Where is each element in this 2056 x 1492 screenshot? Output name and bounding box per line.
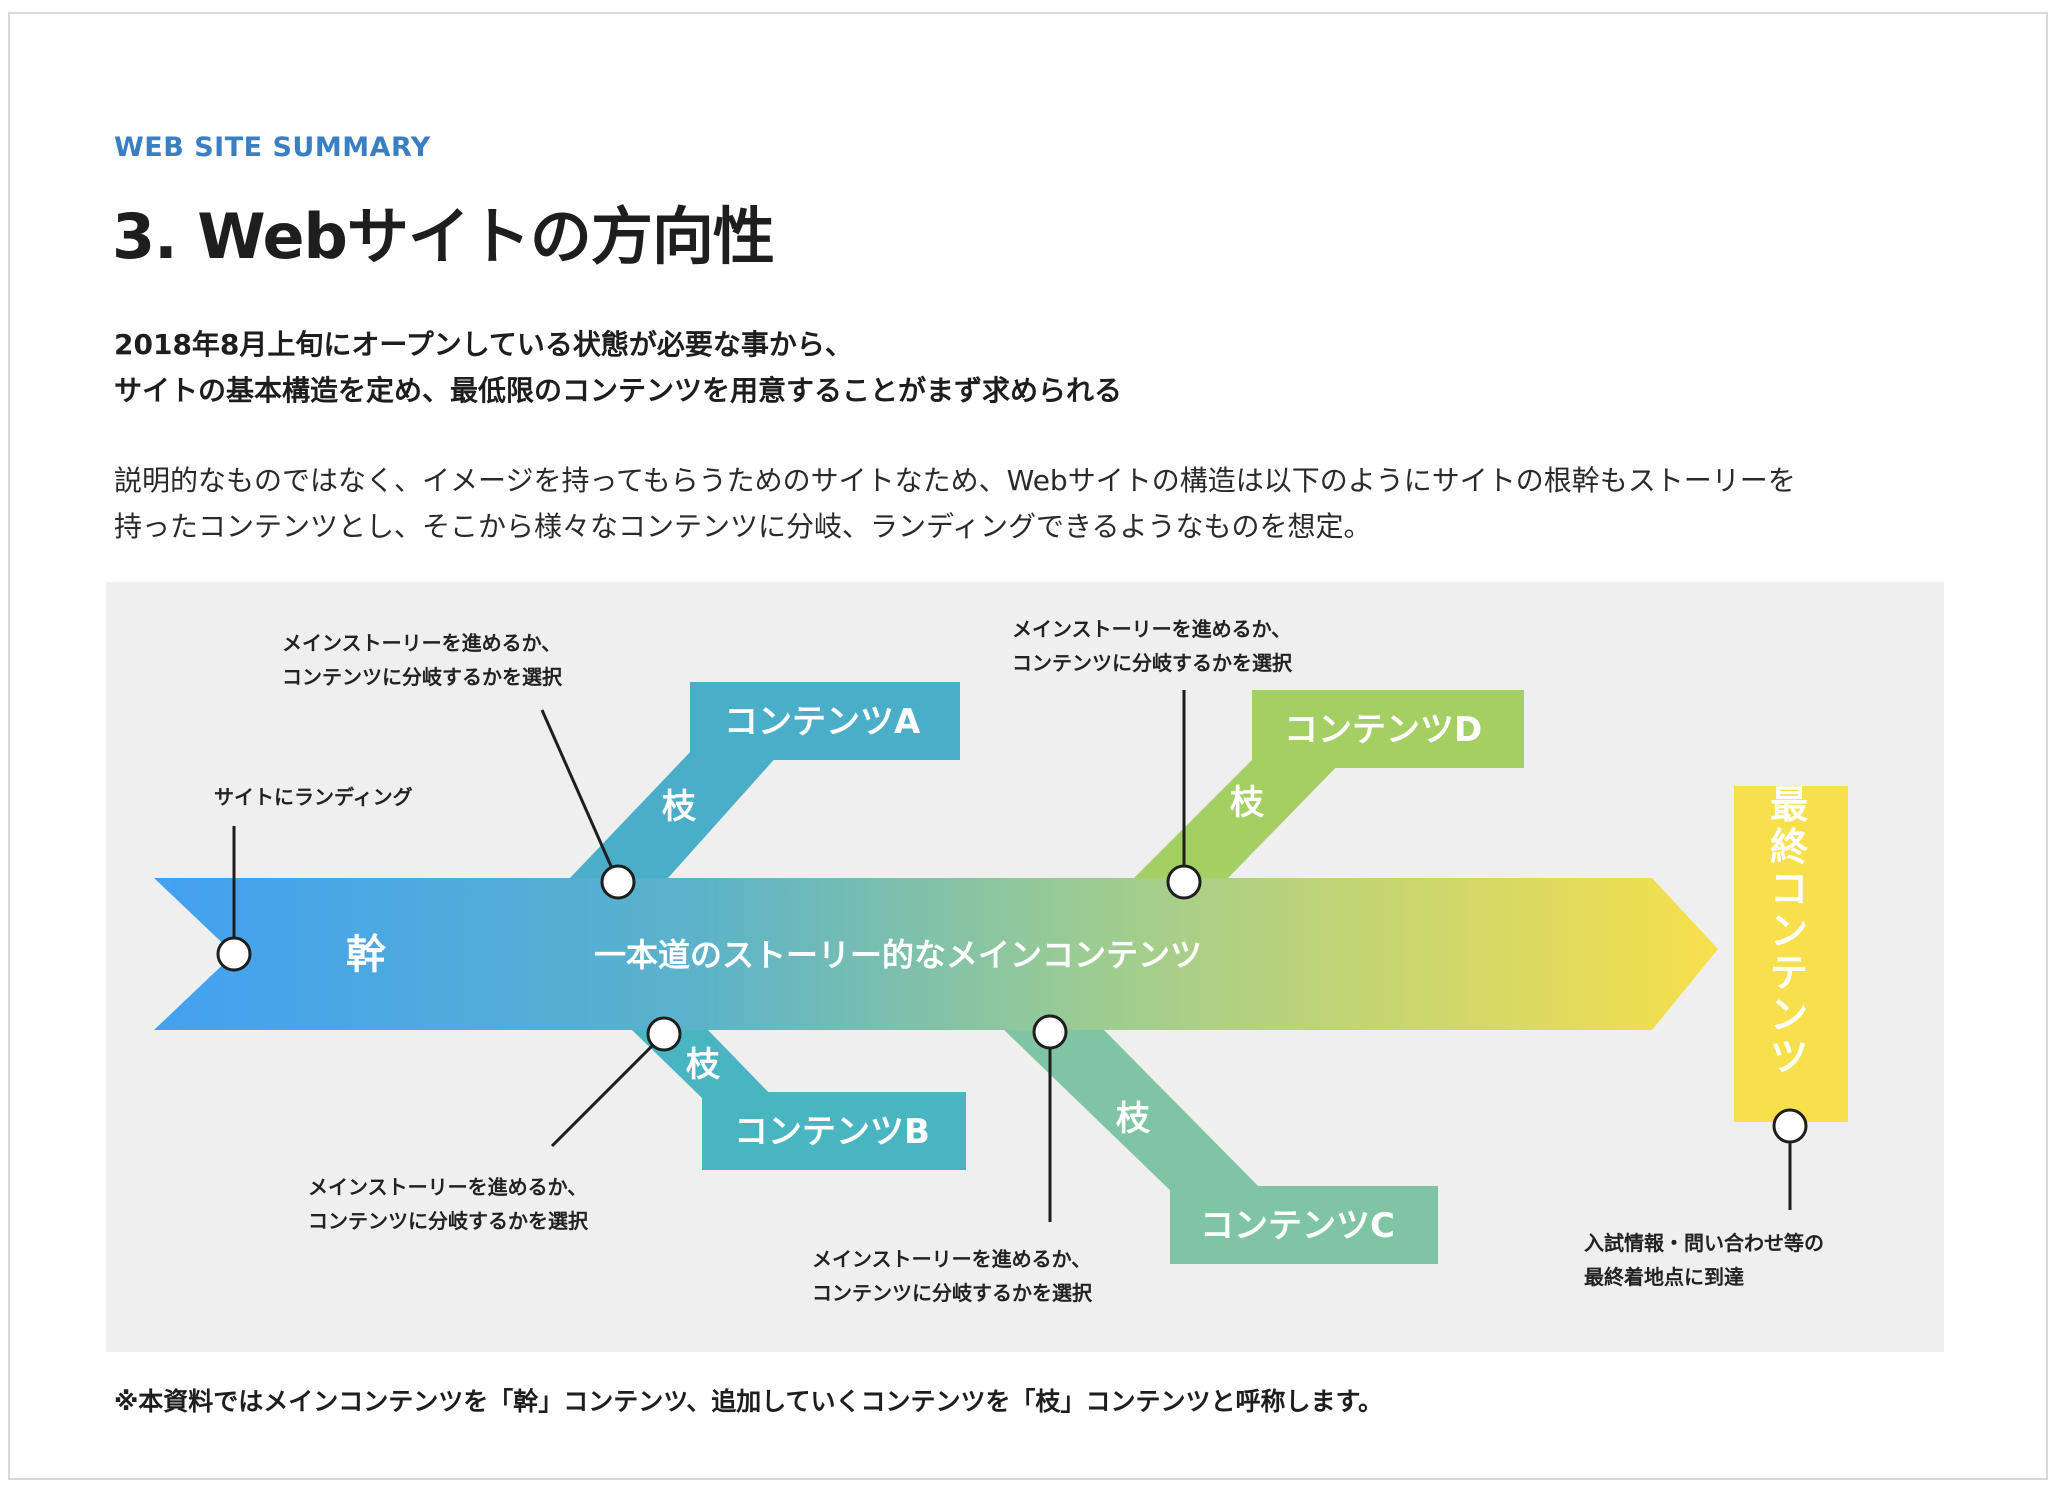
contents-a-box[interactable] — [690, 682, 960, 760]
node-branch-b[interactable] — [646, 1016, 682, 1052]
branch-c-label: 枝 — [1116, 1099, 1151, 1139]
body-line-1: 説明的なものではなく、イメージを持ってもらうためのサイトなため、Webサイトの構… — [114, 464, 1796, 497]
note-landing: サイトにランディング — [214, 785, 413, 809]
footnote: ※本資料ではメインコンテンツを「幹」コンテンツ、追加していくコンテンツを「枝」コ… — [114, 1387, 1384, 1416]
contents-c-box[interactable] — [1170, 1186, 1438, 1264]
final-content-char: ツ — [1770, 1035, 1812, 1079]
contents-c-label: コンテンツC — [1200, 1206, 1395, 1246]
final-content-char: ン — [1770, 993, 1812, 1037]
lead-line-2: サイトの基本構造を定め、最低限のコンテンツを用意することがまず求められる — [114, 374, 1123, 407]
contents-b-box[interactable] — [702, 1092, 966, 1170]
structure-diagram-svg: 幹 一本道のストーリー的なメインコンテンツ 枝 枝 枝 枝 コンテンツA コンテ… — [154, 617, 1848, 1305]
lead-paragraph: 2018年8月上旬にオープンしている状態が必要な事から、 サイトの基本構造を定め… — [114, 322, 1122, 414]
branch-a-label: 枝 — [662, 787, 697, 827]
node-branch-d[interactable] — [1166, 864, 1202, 900]
lead-line-1: 2018年8月上旬にオープンしている状態が必要な事から、 — [114, 328, 853, 361]
note-b-line-2: コンテンツに分岐するかを選択 — [308, 1209, 589, 1233]
body-paragraph: 説明的なものではなく、イメージを持ってもらうためのサイトなため、Webサイトの構… — [114, 458, 1796, 550]
note-a-line-2: コンテンツに分岐するかを選択 — [282, 665, 563, 689]
slide-frame: WEB SITE SUMMARY 3. Webサイトの方向性 2018年8月上旬… — [8, 12, 2048, 1480]
trunk-arrow — [154, 878, 1718, 1030]
section-eyebrow: WEB SITE SUMMARY — [114, 132, 431, 163]
branch-b-label: 枝 — [686, 1045, 721, 1085]
note-final-line-2: 最終着地点に到達 — [1584, 1265, 1744, 1289]
body-line-2: 持ったコンテンツとし、そこから様々なコンテンツに分岐、ランディングできるようなも… — [114, 510, 1372, 543]
final-content-char: ン — [1770, 909, 1812, 953]
branch-d-label: 枝 — [1230, 783, 1265, 823]
callout-line-b — [550, 1032, 666, 1148]
note-a-line-1: メインストーリーを進めるか、 — [282, 631, 561, 655]
contents-d-label: コンテンツD — [1284, 710, 1482, 750]
final-content-char: コ — [1770, 867, 1812, 911]
callout-line-a — [540, 709, 620, 883]
note-d-line-1: メインストーリーを進めるか、 — [1012, 617, 1291, 641]
note-c-line-2: コンテンツに分岐するかを選択 — [812, 1281, 1093, 1305]
node-landing[interactable] — [216, 936, 252, 972]
structure-diagram: 幹 一本道のストーリー的なメインコンテンツ 枝 枝 枝 枝 コンテンツA コンテ… — [106, 582, 1944, 1352]
final-content-char: 最 — [1770, 783, 1812, 827]
final-content-char: テ — [1770, 951, 1812, 995]
page-title: 3. Webサイトの方向性 — [112, 200, 775, 273]
contents-d-box[interactable] — [1252, 690, 1524, 768]
final-content-label: 最終コンテンツ — [1770, 783, 1812, 1079]
final-content-char: 終 — [1770, 825, 1812, 869]
final-content-box[interactable] — [1734, 786, 1848, 1122]
trunk-label: 幹 — [346, 932, 386, 978]
contents-a-label: コンテンツA — [724, 702, 921, 742]
note-final-line-1: 入試情報・問い合わせ等の — [1584, 1231, 1824, 1255]
node-final[interactable] — [1772, 1108, 1808, 1144]
note-d-line-2: コンテンツに分岐するかを選択 — [1012, 651, 1293, 675]
contents-b-label: コンテンツB — [734, 1112, 930, 1152]
node-branch-c[interactable] — [1032, 1014, 1068, 1050]
main-content-label: 一本道のストーリー的なメインコンテンツ — [594, 936, 1202, 974]
branch-c-shape — [1002, 1028, 1266, 1194]
note-c-line-1: メインストーリーを進めるか、 — [812, 1247, 1091, 1271]
note-b-line-1: メインストーリーを進めるか、 — [308, 1175, 587, 1199]
node-branch-a[interactable] — [600, 864, 636, 900]
